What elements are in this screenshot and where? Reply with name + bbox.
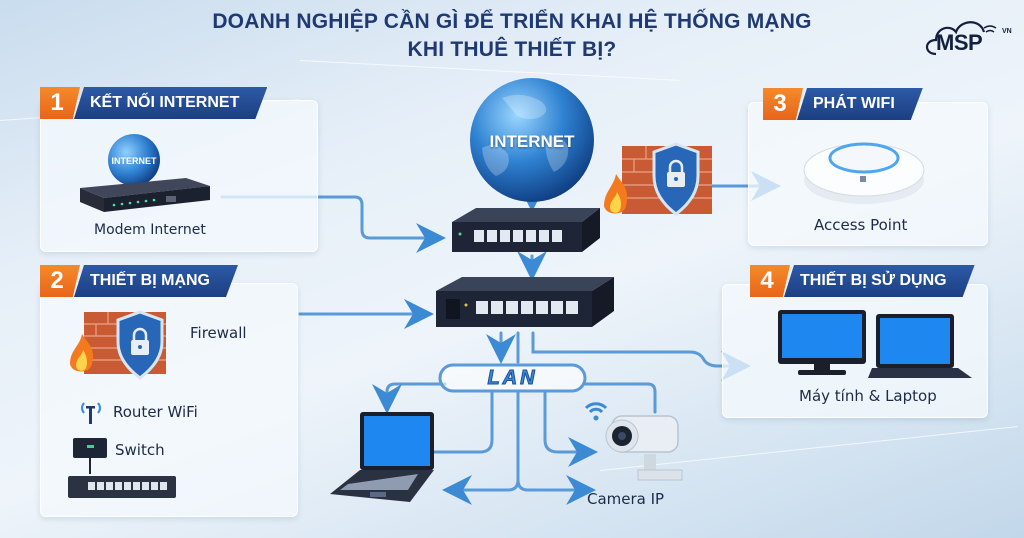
section-label: THIẾT BỊ SỬ DỤNG	[784, 265, 975, 297]
page-title: DOANH NGHIỆP CẦN GÌ ĐỂ TRIỂN KHAI HỆ THỐ…	[0, 8, 1024, 64]
logo-text: MSP	[936, 30, 983, 55]
internet-globe-icon	[470, 78, 594, 202]
caption-switch: Switch	[115, 441, 165, 459]
title-line-1: DOANH NGHIỆP CẦN GÌ ĐỂ TRIỂN KHAI HỆ THỐ…	[212, 10, 812, 33]
switch-icon	[68, 476, 176, 498]
section-1-banner: 1 KẾT NỐI INTERNET	[40, 87, 267, 119]
switch-small-icon	[73, 438, 107, 474]
switch-1-icon	[452, 208, 600, 252]
caption-firewall: Firewall	[190, 324, 247, 342]
antenna-icon	[81, 402, 101, 424]
caption-access-point: Access Point	[814, 216, 908, 234]
caption-camera-ip: Camera IP	[587, 490, 665, 508]
caption-may-tinh-laptop: Máy tính & Laptop	[799, 387, 937, 405]
laptop-icon	[330, 412, 434, 502]
cloud-wifi-icon	[925, 21, 997, 56]
firewall-center-icon	[604, 142, 712, 216]
caption-router-wifi: Router WiFi	[113, 403, 198, 421]
access-point-icon	[803, 142, 925, 204]
section-number: 4	[750, 265, 790, 297]
section-label: THIẾT BỊ MẠNG	[74, 265, 238, 297]
caption-modem-internet: Modem Internet	[94, 222, 206, 238]
firewall-shield-icon	[70, 310, 166, 380]
msp-logo: MSP VN	[922, 10, 1018, 60]
lan-label: LAN	[487, 367, 538, 390]
section-3-banner: 3 PHÁT WIFI	[763, 88, 923, 120]
camera-ip-icon	[584, 402, 683, 481]
section-2-banner: 2 THIẾT BỊ MẠNG	[40, 265, 238, 297]
panel-ket-noi-internet	[40, 100, 318, 252]
globe-label: INTERNET	[489, 132, 575, 151]
section-label: PHÁT WIFI	[797, 88, 923, 120]
svg-text:INTERNET: INTERNET	[112, 156, 158, 166]
modem-globe-icon: INTERNET	[80, 134, 210, 212]
logo-suffix: VN	[1002, 28, 1012, 35]
title-line-2: KHI THUÊ THIẾT BỊ?	[407, 38, 617, 61]
section-4-banner: 4 THIẾT BỊ SỬ DỤNG	[750, 265, 975, 297]
section-label: KẾT NỐI INTERNET	[74, 87, 267, 119]
switch-2-icon	[436, 277, 614, 327]
section-number: 3	[763, 88, 803, 120]
section-number: 1	[40, 87, 80, 119]
section-number: 2	[40, 265, 80, 297]
monitor-laptop-icon	[778, 310, 972, 378]
